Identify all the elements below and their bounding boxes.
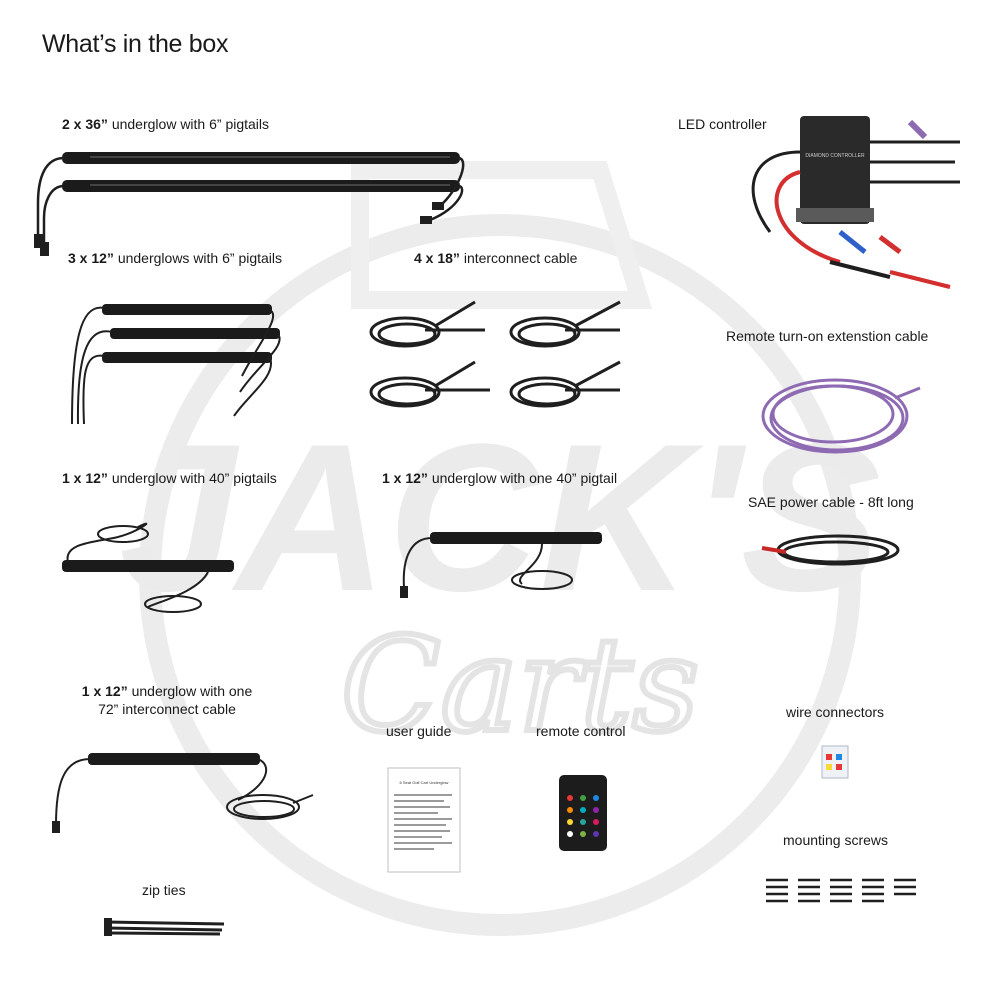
underglow-3x12-image — [71, 304, 281, 425]
item-desc: underglow with one — [127, 683, 253, 699]
user-guide-label: user guide — [386, 723, 452, 739]
wire-connectors-image — [821, 745, 849, 779]
underglow-36-image — [34, 152, 465, 256]
purple-cable-image — [761, 378, 921, 454]
led-controller-label: LED controller — [678, 116, 767, 132]
zip-ties-image — [104, 918, 225, 936]
item-label-4x18: 4 x 18” interconnect cable — [414, 250, 577, 266]
item-desc: interconnect cable — [459, 250, 578, 266]
item-qty: 1 x 12” — [62, 470, 108, 486]
item-label-3x12: 3 x 12” underglows with 6” pigtails — [68, 250, 282, 266]
item-desc: underglow with one 40” pigtail — [427, 470, 618, 486]
user-guide-image: 6 Seat Golf Cart Underglow — [387, 767, 461, 873]
wire-connectors-label: wire connectors — [786, 704, 885, 720]
item-label-2x36: 2 x 36” underglow with 6” pigtails — [62, 116, 269, 132]
item-qty: 3 x 12” — [68, 250, 114, 266]
led-controller-image: DIAMOND CONTROLLER — [751, 116, 960, 289]
guide-heading: 6 Seat Golf Cart Underglow — [400, 780, 449, 785]
item-desc: underglow with 40” pigtails — [107, 470, 277, 486]
mounting-screws-image — [766, 878, 916, 903]
remote-turn-on-label: Remote turn-on extenstion cable — [726, 328, 929, 344]
item-qty: 2 x 36” — [62, 116, 108, 132]
underglow-one-40-pigtail-image — [400, 532, 602, 598]
item-qty: 4 x 18” — [414, 250, 460, 266]
remote-control-label: remote control — [536, 723, 626, 739]
item-label-1x12-72-interconnect: 1 x 12” underglow with one 72” interconn… — [52, 682, 282, 718]
interconnect-cables-image — [369, 300, 621, 408]
item-label-1x12-40-pigtails: 1 x 12” underglow with 40” pigtails — [62, 470, 277, 486]
sae-power-label: SAE power cable - 8ft long — [748, 494, 914, 510]
item-qty: 1 x 12” — [382, 470, 428, 486]
zip-ties-label: zip ties — [142, 882, 186, 898]
item-label-1x12-one-40-pigtail: 1 x 12” underglow with one 40” pigtail — [382, 470, 617, 486]
item-qty: 1 x 12” — [81, 683, 128, 699]
mounting-screws-label: mounting screws — [783, 832, 889, 848]
sae-power-cable-image — [761, 534, 900, 566]
underglow-72-interconnect-image — [52, 753, 314, 833]
item-desc: underglow with 6” pigtails — [107, 116, 270, 132]
item-desc-2: 72” interconnect cable — [98, 701, 236, 717]
underglow-40-pigtails-image — [62, 522, 234, 613]
page-title: What’s in the box — [42, 30, 229, 58]
item-desc: underglows with 6” pigtails — [113, 250, 283, 266]
remote-control-image — [559, 775, 607, 851]
controller-brand: DIAMOND CONTROLLER — [805, 153, 865, 159]
